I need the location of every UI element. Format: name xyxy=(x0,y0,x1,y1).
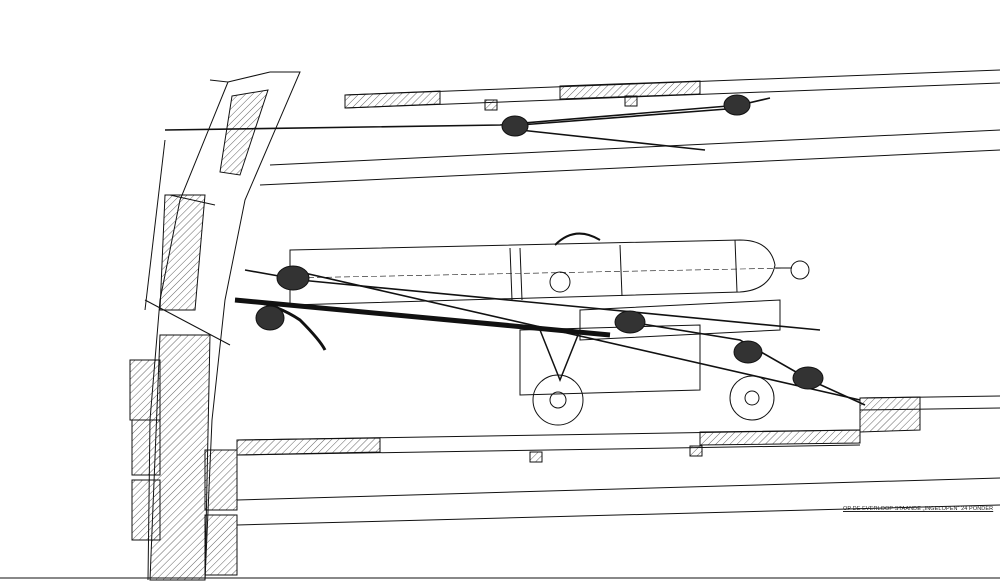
gunport-lid xyxy=(144,139,231,346)
hull-side-wall xyxy=(129,71,301,581)
upper-deck xyxy=(259,69,1000,186)
lower-deck xyxy=(0,395,1000,579)
rear-truck-wheel xyxy=(729,375,775,421)
cannon-barrel xyxy=(289,232,810,306)
gun-carriage xyxy=(519,299,781,426)
front-truck-wheel xyxy=(532,374,584,426)
drawing-caption: OP DE EVERLOOP STAANDE „INGELOPEN“ 24 PO… xyxy=(843,506,994,512)
breeching-tackle xyxy=(164,97,866,406)
tackle-blocks xyxy=(255,94,824,390)
